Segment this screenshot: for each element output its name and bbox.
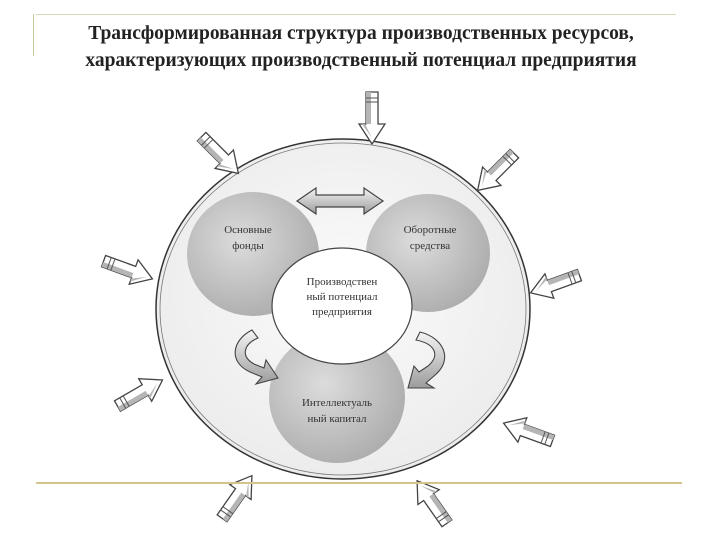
double-arrow-icon <box>295 186 385 216</box>
title-top-line <box>36 14 676 15</box>
external-arrow-icon <box>358 91 386 145</box>
label-working-capital-1: Оборотные <box>404 224 457 236</box>
label-center-3: предприятия <box>312 306 372 318</box>
curved-arrow-left-icon <box>234 329 279 386</box>
label-fixed-assets-1: Основные <box>224 224 272 236</box>
label-center-1: Производствен <box>307 276 378 288</box>
slide-title-line-2: характеризующих производственный потенци… <box>85 50 637 71</box>
external-arrow-icon <box>98 248 158 292</box>
label-intellectual-2: ный капитал <box>307 413 367 425</box>
slide-title: Трансформированная структура производств… <box>6 20 716 74</box>
bottom-divider-line <box>36 482 682 484</box>
label-center-2: ный потенциал <box>307 291 378 303</box>
title-accent-line <box>33 14 34 56</box>
external-arrow-icon <box>110 368 170 418</box>
center-circle <box>271 247 413 365</box>
label-working-capital-2: средства <box>410 240 450 252</box>
slide-title-line-1: Трансформированная структура производств… <box>88 23 634 44</box>
label-intellectual-1: Интеллектуаль <box>302 397 372 409</box>
label-fixed-assets-2: фонды <box>232 240 264 252</box>
external-arrow-icon <box>498 410 558 454</box>
external-arrow-icon <box>210 467 264 527</box>
external-arrow-icon <box>525 262 585 306</box>
lobe-intellectual-capital <box>269 331 405 463</box>
curved-arrow-right-icon <box>407 331 446 389</box>
